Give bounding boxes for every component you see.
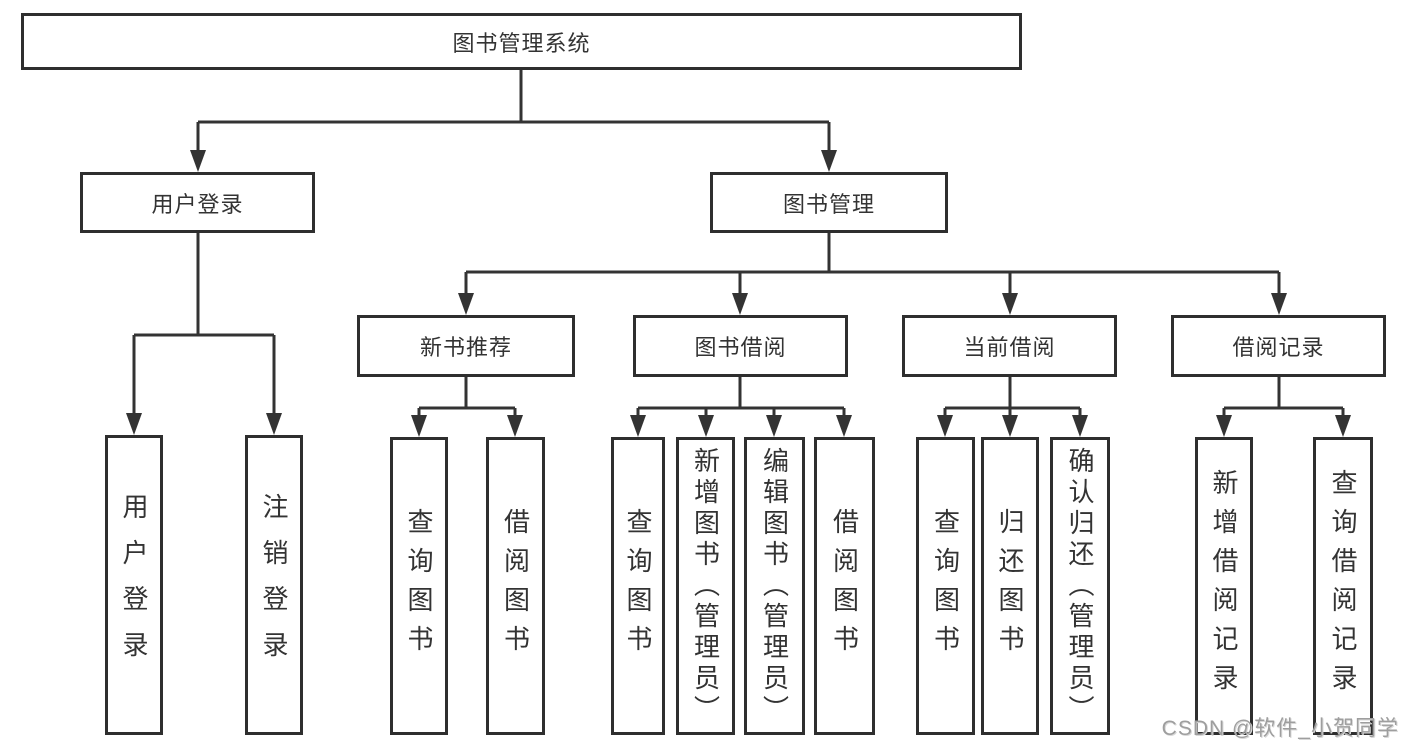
connector-user-login: [132, 233, 276, 415]
leaf-label: 查询图书: [404, 508, 434, 664]
leaf-label: 用户登录: [119, 493, 149, 677]
leaf-label: 归还图书: [995, 508, 1025, 664]
leaf-return-books: 归还图书: [981, 437, 1039, 735]
leaf-add-books-admin: 新增图书（管理员）: [676, 437, 735, 735]
leaf-user-login: 用户登录: [105, 435, 163, 735]
arrowhead: [1002, 415, 1018, 437]
leaf-logout: 注销登录: [245, 435, 303, 735]
leaf-edit-books-admin: 编辑图书（管理员）: [744, 437, 805, 735]
node-label: 新书推荐: [419, 335, 512, 360]
leaf-label: 新增借阅记录: [1209, 469, 1239, 703]
arrowhead: [458, 293, 474, 315]
leaf-label: 编辑图书（管理员）: [759, 446, 790, 726]
node-user-login: 用户登录: [80, 172, 315, 233]
arrowhead: [411, 415, 427, 437]
connector-book-management: [464, 233, 1281, 295]
arrowhead: [698, 415, 714, 437]
node-current-borrowing: 当前借阅: [902, 315, 1117, 377]
node-label: 图书管理: [782, 191, 875, 217]
leaf-label: 借阅图书: [829, 508, 860, 664]
node-book-management: 图书管理: [710, 172, 948, 233]
arrowhead: [836, 415, 852, 437]
connector-borrowing-records: [1222, 377, 1345, 417]
node-label: 图书借阅: [694, 335, 787, 360]
arrowhead: [1072, 415, 1088, 437]
node-book-borrowing: 图书借阅: [633, 315, 848, 377]
arrowhead: [507, 415, 523, 437]
arrowhead: [821, 150, 837, 172]
connector-book-borrowing: [636, 377, 846, 417]
csdn-watermark: CSDN @软件_小贺同学: [1161, 717, 1399, 740]
connector-current-borrowing: [943, 377, 1082, 417]
leaf-query-books-3: 查询图书: [916, 437, 975, 735]
arrowhead: [1216, 415, 1232, 437]
leaf-query-books: 查询图书: [390, 437, 448, 735]
node-library-management-system: 图书管理系统: [21, 13, 1022, 70]
leaf-label: 查询图书: [930, 508, 961, 664]
leaf-confirm-return-admin: 确认归还（管理员）: [1050, 437, 1110, 735]
leaf-label: 确认归还（管理员）: [1065, 446, 1095, 726]
leaf-query-borrow-record: 查询借阅记录: [1313, 437, 1373, 735]
arrowhead: [266, 413, 282, 435]
leaf-label: 注销登录: [259, 493, 289, 677]
leaf-label: 借阅图书: [500, 508, 531, 664]
leaf-query-books-2: 查询图书: [611, 437, 665, 735]
leaf-add-borrow-record: 新增借阅记录: [1195, 437, 1253, 735]
node-label: 当前借阅: [963, 335, 1056, 360]
leaf-borrow-books-2: 借阅图书: [814, 437, 875, 735]
arrowhead: [630, 415, 646, 437]
node-label: 借阅记录: [1232, 335, 1325, 360]
arrowhead: [1335, 415, 1351, 437]
arrowhead: [126, 413, 142, 435]
leaf-borrow-books: 借阅图书: [486, 437, 545, 735]
connector-new-book-recommend: [417, 377, 517, 417]
arrowhead: [1271, 293, 1287, 315]
arrowhead: [1002, 293, 1018, 315]
arrowhead: [937, 415, 953, 437]
leaf-label: 查询图书: [623, 508, 653, 664]
node-borrowing-records: 借阅记录: [1171, 315, 1386, 377]
connector-root: [196, 70, 831, 152]
leaf-label: 查询借阅记录: [1328, 469, 1358, 703]
arrowhead: [190, 150, 206, 172]
node-label: 图书管理系统: [452, 30, 591, 56]
arrowhead: [732, 293, 748, 315]
arrowhead: [766, 415, 782, 437]
leaf-label: 新增图书（管理员）: [690, 446, 721, 726]
node-new-book-recommend: 新书推荐: [357, 315, 575, 377]
node-label: 用户登录: [151, 191, 244, 217]
